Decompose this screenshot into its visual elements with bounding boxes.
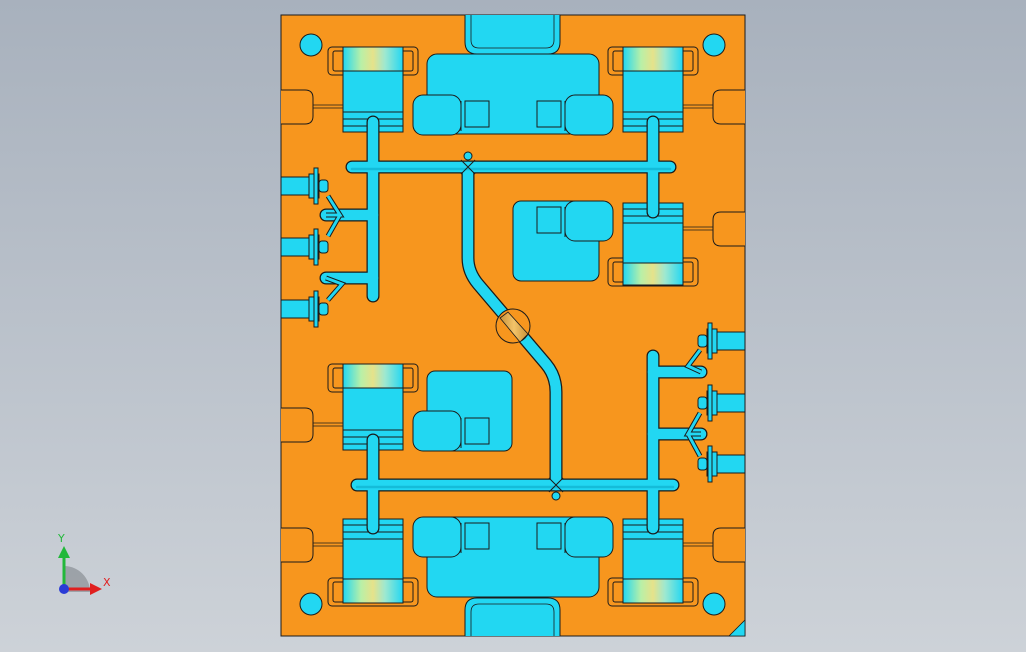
right-edge-slots <box>712 89 745 563</box>
corner-hole <box>702 33 726 57</box>
slot-link-lines <box>313 104 713 547</box>
slider-assembly <box>327 518 419 607</box>
slider-assembly <box>607 46 699 133</box>
corner-hole <box>299 33 323 57</box>
cavity-lobes <box>412 94 614 558</box>
slider-assemblies[interactable] <box>327 46 699 607</box>
corner-hole <box>702 592 726 616</box>
runner-junctions <box>460 151 564 501</box>
axis-x-label: X <box>103 576 111 589</box>
slider-assembly <box>607 202 699 287</box>
slider-assembly <box>607 518 699 607</box>
slider-assembly <box>327 363 419 451</box>
bottom-notch <box>464 597 561 636</box>
coordinate-triad-icon <box>58 546 102 595</box>
plate-corner-chamfer <box>728 619 746 637</box>
left-edge-slots <box>281 89 314 563</box>
axis-y-label: Y <box>58 532 65 545</box>
right-gates[interactable] <box>683 322 746 483</box>
corner-hole <box>299 592 323 616</box>
sprue-gate[interactable] <box>495 308 531 344</box>
corner-holes <box>299 33 726 616</box>
cavity-inserts <box>460 100 566 553</box>
left-gates[interactable] <box>280 167 347 328</box>
top-notch <box>464 15 561 55</box>
